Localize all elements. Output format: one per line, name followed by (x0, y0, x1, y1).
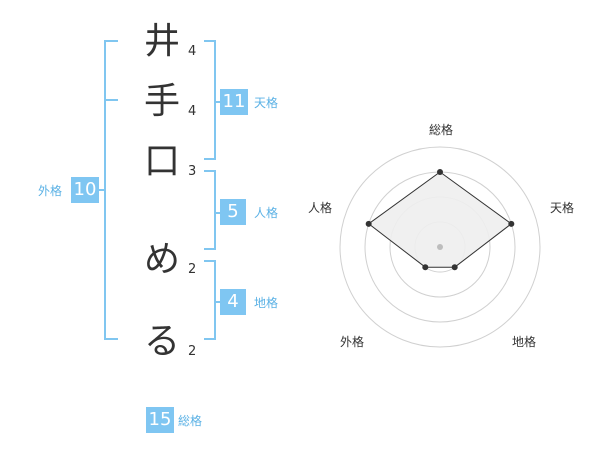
jinkaku-value-badge: 5 (220, 199, 246, 225)
name-char-3: 口 (143, 141, 180, 182)
radar-point-2 (508, 220, 515, 227)
gaikaku-value-badge: 10 (71, 177, 99, 203)
tenkaku-connector (216, 101, 222, 103)
jinkaku-bracket (204, 170, 216, 250)
tenkaku-bracket (204, 40, 216, 160)
chikaku-connector (216, 301, 222, 303)
radar-point-3 (451, 264, 458, 271)
jinkaku-label: 人格 (254, 206, 279, 220)
chikaku-bracket (204, 260, 216, 340)
tenkaku-label: 天格 (254, 96, 279, 110)
name-char-2: 手 (143, 81, 180, 122)
name-char-5: る (143, 321, 180, 362)
radar-label-soukaku: 総格 (429, 122, 453, 137)
gaikaku-bracket-tick (104, 99, 118, 101)
radar-data-area (367, 171, 513, 268)
gaikaku-label: 外格 (38, 184, 63, 198)
stroke-count-2: 4 (188, 104, 197, 119)
radar-label-gaikaku: 外格 (340, 334, 364, 349)
chikaku-value-badge: 4 (220, 289, 246, 315)
tenkaku-value-badge: 11 (220, 89, 248, 115)
name-char-1: 井 (143, 21, 180, 62)
radar-label-tenkaku: 天格 (550, 200, 574, 215)
soukaku-value-badge: 15 (146, 407, 174, 433)
name-char-4: め (143, 239, 180, 280)
chikaku-label: 地格 (254, 296, 279, 310)
jinkaku-connector (216, 212, 222, 214)
radar-label-chikaku: 地格 (512, 334, 536, 349)
radar-point-5 (365, 220, 372, 227)
radar-center-dot (437, 244, 443, 250)
radar-point-4 (422, 264, 429, 271)
radar-point-1 (437, 169, 443, 175)
stroke-count-1: 4 (188, 44, 197, 59)
soukaku-label: 総格 (178, 414, 203, 428)
radar-data-points (365, 169, 515, 271)
radar-label-jinkaku: 人格 (308, 200, 332, 215)
stroke-count-4: 2 (188, 262, 197, 277)
stroke-count-5: 2 (188, 344, 197, 359)
gaikaku-bracket (104, 40, 118, 340)
gaikaku-connector (96, 189, 105, 191)
stroke-count-3: 3 (188, 164, 197, 179)
